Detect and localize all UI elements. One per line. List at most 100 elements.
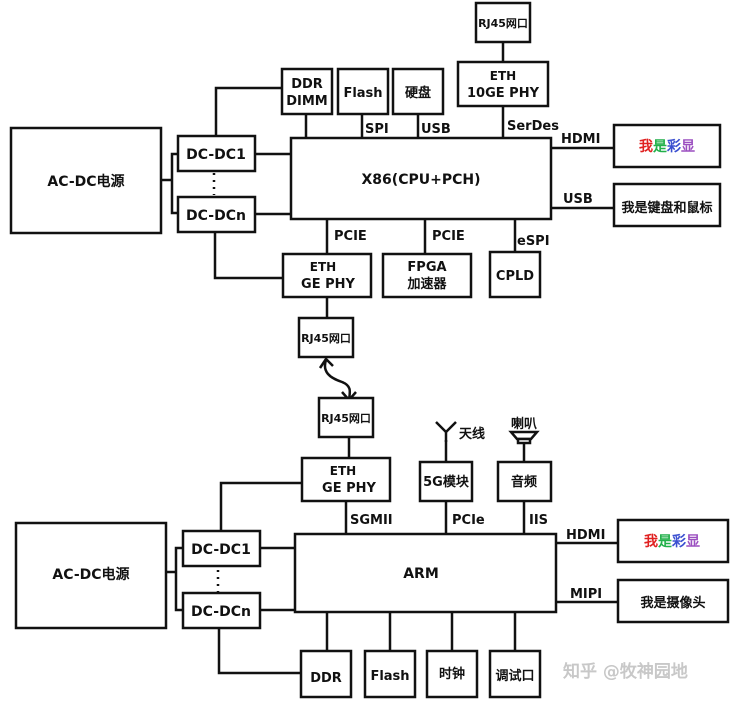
dcdc1-label: DC-DC1 xyxy=(186,147,246,163)
bus-sgmii-label: SGMII xyxy=(350,513,393,528)
power-supply-label: AC-DC电源 xyxy=(47,173,124,190)
eth-10ge-label-1: ETH xyxy=(490,69,516,83)
display-char-2: 是 xyxy=(658,534,673,550)
rj45-arm-label: RJ45网口 xyxy=(321,412,371,425)
watermark: 知乎 @牧神园地 xyxy=(562,661,688,682)
arm-ddr-box xyxy=(299,649,353,699)
wire-dcdc1-ddr xyxy=(214,86,282,136)
debug-port-box xyxy=(488,649,542,699)
debug-port-label: 调试口 xyxy=(495,668,534,684)
disk-label: 硬盘 xyxy=(405,85,431,101)
fpga-label-2: 加速器 xyxy=(406,276,447,292)
audio-label: 音频 xyxy=(511,474,537,490)
5g-module-label: 5G模块 xyxy=(423,474,470,490)
wire-dcdcn-ethge xyxy=(213,232,283,280)
display-char-1: 我 xyxy=(644,534,658,550)
power-supply-box xyxy=(9,126,163,235)
cable-arrow-up-icon xyxy=(318,357,334,369)
display-box xyxy=(612,123,722,169)
antenna-fork xyxy=(435,421,457,434)
antenna-icon xyxy=(435,421,457,442)
dcdcn-label: DC-DCn xyxy=(186,208,246,224)
antenna-label: 天线 xyxy=(459,426,485,442)
bus-hdmi-label: HDMI xyxy=(561,132,600,147)
display-char-3: 彩 xyxy=(666,138,681,155)
rj45-top-label: RJ45网口 xyxy=(478,17,528,30)
speaker-base xyxy=(516,437,532,445)
arm-dcdc1-label: DC-DC1 xyxy=(191,542,251,558)
audio-box xyxy=(496,460,553,503)
arm-dcdcn-label: DC-DCn xyxy=(191,604,251,620)
eth-ge-label-2: GE PHY xyxy=(301,277,355,292)
arm-dcdcn-box xyxy=(181,591,262,630)
dcdc1-box xyxy=(176,134,257,173)
arm-power-supply-box xyxy=(14,521,168,630)
clock-box xyxy=(425,649,479,699)
ethernet-cable-link xyxy=(318,357,357,402)
rj45-arm-box xyxy=(317,396,375,439)
eth-ge-phy-box xyxy=(281,252,373,299)
wire-dcdc-branch xyxy=(170,152,178,215)
bus-pcie2-label: PCIE xyxy=(432,229,465,244)
arm-eth-ge-label-1: ETH xyxy=(330,464,356,478)
fpga-label-1: FPGA xyxy=(407,260,446,275)
bus-usb-kb-label: USB xyxy=(563,192,593,207)
arm-power-supply-label: AC-DC电源 xyxy=(52,566,129,583)
wire-dcdcn-ddr xyxy=(217,628,301,675)
bus-serdes-label: SerDes xyxy=(507,119,559,134)
ddr-dimm-label-2: DIMM xyxy=(286,94,328,109)
eth-ge-label-1: ETH xyxy=(310,260,336,274)
arm-dcdc1-box xyxy=(181,529,262,568)
flash-box xyxy=(336,67,390,116)
rj45-top-system-lower-box xyxy=(297,316,355,359)
keyboard-mouse-box xyxy=(612,182,722,228)
camera-box xyxy=(616,578,730,624)
arm-ddr-label: DDR xyxy=(310,671,342,686)
x86-cpu-box xyxy=(289,136,553,221)
ddr-dimm-box xyxy=(280,67,334,116)
bus-mipi-label: MIPI xyxy=(570,587,602,602)
flash-label: Flash xyxy=(343,86,382,101)
bus-iis-label: IIS xyxy=(529,513,548,528)
display-char-4: 显 xyxy=(681,139,695,155)
speaker-icon xyxy=(508,430,540,445)
fpga-box xyxy=(381,252,473,299)
top-wires xyxy=(161,42,614,318)
speaker-label: 喇叭 xyxy=(511,416,537,432)
display-label: 我是彩显 xyxy=(639,138,695,155)
arm-soc-label: ARM xyxy=(403,566,439,582)
display-char-2: 是 xyxy=(653,139,668,155)
keyboard-mouse-label: 我是键盘和鼠标 xyxy=(621,200,712,216)
arm-display-box xyxy=(616,518,730,564)
wire-dcdc-branch xyxy=(174,546,182,612)
camera-label: 我是摄像头 xyxy=(640,595,705,611)
arm-flash-box xyxy=(363,649,417,699)
bus-pcie-label: PCIe xyxy=(452,513,485,528)
bus-espi-label: eSPI xyxy=(517,234,550,249)
cpld-box xyxy=(488,250,542,299)
clock-label: 时钟 xyxy=(439,666,465,682)
x86-cpu-label: X86(CPU+PCH) xyxy=(362,172,481,188)
bottom-system: RJ45网口 ETH GE PHY AC-DC电源 DC-DC1 DC-DCn … xyxy=(14,396,730,699)
arm-soc-box xyxy=(293,532,558,614)
bus-spi-label: SPI xyxy=(365,122,389,137)
arm-eth-ge-label-2: GE PHY xyxy=(322,481,376,496)
cable-path xyxy=(323,359,352,401)
display-char-3: 彩 xyxy=(671,533,686,550)
wire-dcdc1-ethge xyxy=(219,481,302,530)
arm-bus-hdmi-label: HDMI xyxy=(566,528,605,543)
bus-pcie1-label: PCIE xyxy=(334,229,367,244)
cpld-label: CPLD xyxy=(496,269,534,284)
bus-usb-disk-label: USB xyxy=(421,122,451,137)
display-char-1: 我 xyxy=(639,139,653,155)
5g-module-box xyxy=(418,460,474,503)
ddr-dimm-label-1: DDR xyxy=(291,77,323,92)
bottom-wires xyxy=(166,437,618,675)
arm-flash-label: Flash xyxy=(370,669,409,684)
eth-10ge-label-2: 10GE PHY xyxy=(467,86,540,101)
arm-eth-ge-phy-box xyxy=(300,456,392,503)
rj45-top-box xyxy=(474,1,532,44)
rj45-top-system-lower-label: RJ45网口 xyxy=(301,332,351,345)
display-char-4: 显 xyxy=(686,534,700,550)
